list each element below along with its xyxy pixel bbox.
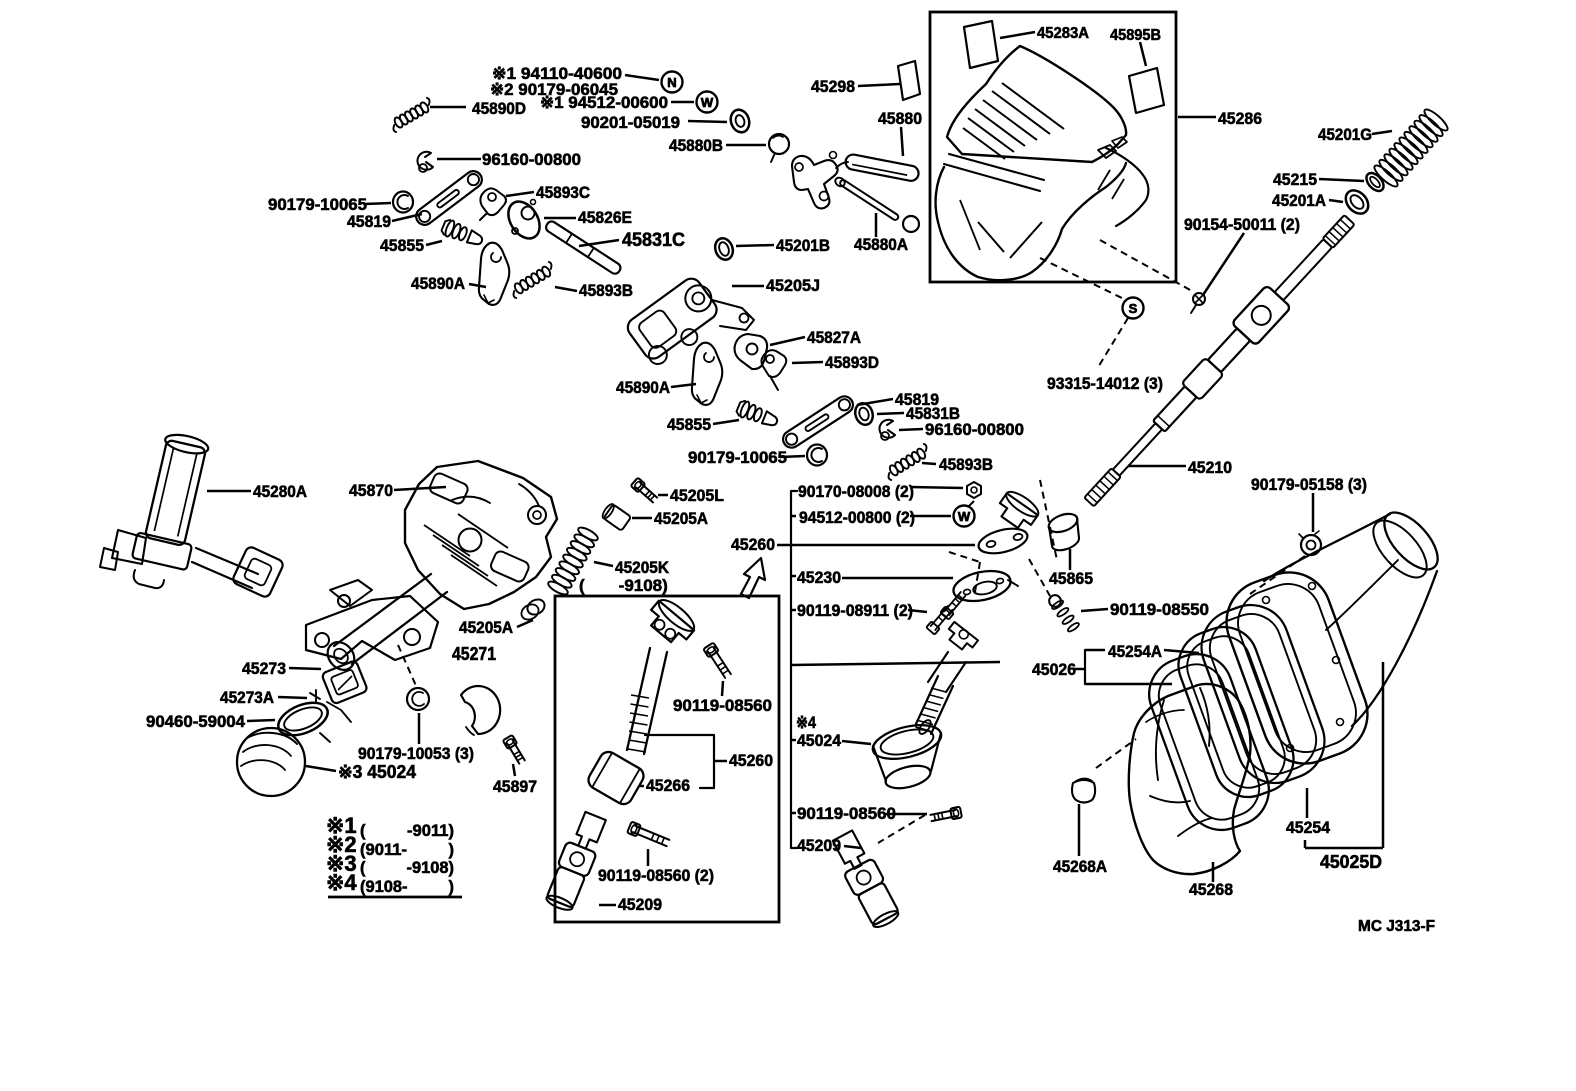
svg-text:45273A: 45273A bbox=[220, 688, 274, 707]
svg-text:※2: ※2 bbox=[326, 832, 357, 857]
svg-text:90201-05019: 90201-05019 bbox=[581, 113, 680, 132]
svg-text:※4: ※4 bbox=[796, 713, 816, 732]
svg-text:45209: 45209 bbox=[618, 895, 662, 914]
svg-text:45271: 45271 bbox=[452, 644, 496, 664]
svg-text:45880: 45880 bbox=[878, 109, 922, 128]
svg-text:45865: 45865 bbox=[1049, 569, 1093, 588]
svg-text:45283A: 45283A bbox=[1037, 25, 1089, 42]
svg-text:90170-08008 (2): 90170-08008 (2) bbox=[798, 482, 914, 501]
svg-text:※1 94512-00600: ※1 94512-00600 bbox=[540, 93, 668, 112]
svg-text:45201G: 45201G bbox=[1318, 125, 1372, 144]
svg-text:(9011- ): (9011- ) bbox=[360, 840, 454, 859]
svg-text:45201A: 45201A bbox=[1272, 191, 1326, 210]
svg-text:45260: 45260 bbox=[729, 751, 773, 770]
svg-text:45205A: 45205A bbox=[654, 509, 708, 528]
svg-text:45230: 45230 bbox=[797, 568, 841, 587]
svg-text:45893B: 45893B bbox=[579, 281, 633, 300]
svg-text:( -9108): ( -9108) bbox=[360, 858, 454, 877]
svg-text:45870: 45870 bbox=[349, 481, 393, 500]
svg-text:45855: 45855 bbox=[667, 415, 711, 434]
svg-text:45025D: 45025D bbox=[1320, 852, 1382, 872]
svg-text:90119-08550: 90119-08550 bbox=[1110, 600, 1209, 619]
svg-text:45201B: 45201B bbox=[776, 236, 830, 255]
svg-text:※2 90179-06045: ※2 90179-06045 bbox=[490, 80, 618, 99]
svg-text:※1: ※1 bbox=[326, 813, 357, 838]
svg-text:45893B: 45893B bbox=[939, 455, 993, 474]
svg-text:90179-05158 (3): 90179-05158 (3) bbox=[1251, 475, 1367, 494]
svg-text:90460-59004: 90460-59004 bbox=[146, 712, 246, 731]
svg-text:45855: 45855 bbox=[380, 236, 424, 255]
svg-text:45205K: 45205K bbox=[615, 558, 670, 577]
svg-text:MC J313-F: MC J313-F bbox=[1358, 918, 1435, 935]
svg-text:96160-00800: 96160-00800 bbox=[482, 150, 581, 169]
svg-text:(9108- ): (9108- ) bbox=[360, 877, 454, 896]
svg-text:※1 94110-40600: ※1 94110-40600 bbox=[492, 64, 622, 83]
svg-text:( -9108): ( -9108) bbox=[579, 576, 668, 595]
svg-text:45254A: 45254A bbox=[1108, 642, 1162, 661]
svg-text:96160-00800: 96160-00800 bbox=[925, 420, 1024, 439]
svg-text:94512-00800 (2): 94512-00800 (2) bbox=[799, 508, 915, 527]
svg-text:90179-10053 (3): 90179-10053 (3) bbox=[358, 744, 474, 763]
svg-text:45273: 45273 bbox=[242, 659, 286, 678]
svg-text:45880B: 45880B bbox=[669, 136, 723, 155]
svg-text:※4: ※4 bbox=[326, 870, 357, 895]
svg-text:90119-08560 (2): 90119-08560 (2) bbox=[598, 866, 714, 885]
svg-text:45280A: 45280A bbox=[253, 482, 307, 501]
svg-text:45831C: 45831C bbox=[622, 230, 685, 251]
svg-text:45897: 45897 bbox=[493, 777, 537, 796]
svg-text:90154-50011 (2): 90154-50011 (2) bbox=[1184, 215, 1300, 234]
svg-text:45266: 45266 bbox=[646, 776, 690, 795]
svg-text:45827A: 45827A bbox=[807, 328, 861, 347]
svg-text:90119-08560: 90119-08560 bbox=[797, 804, 896, 823]
svg-text:S: S bbox=[1129, 301, 1138, 316]
svg-text:W: W bbox=[701, 95, 714, 110]
svg-text:90119-08911 (2): 90119-08911 (2) bbox=[797, 601, 913, 620]
svg-text:45893D: 45893D bbox=[825, 353, 879, 372]
svg-text:W: W bbox=[958, 509, 971, 524]
svg-text:45268: 45268 bbox=[1189, 880, 1233, 899]
svg-text:45254: 45254 bbox=[1286, 818, 1330, 837]
svg-text:90179-10065: 90179-10065 bbox=[688, 448, 787, 467]
svg-text:45819: 45819 bbox=[347, 212, 391, 231]
svg-text:N: N bbox=[667, 75, 676, 90]
svg-text:45826E: 45826E bbox=[578, 208, 632, 227]
svg-text:45893C: 45893C bbox=[536, 183, 590, 202]
svg-text:45205J: 45205J bbox=[766, 276, 820, 295]
svg-text:93315-14012 (3): 93315-14012 (3) bbox=[1047, 374, 1163, 393]
svg-text:45890A: 45890A bbox=[411, 274, 465, 293]
svg-text:※3 45024: ※3 45024 bbox=[338, 762, 416, 782]
svg-text:45215: 45215 bbox=[1273, 170, 1317, 189]
svg-text:45890A: 45890A bbox=[616, 378, 670, 397]
svg-text:45209: 45209 bbox=[797, 836, 841, 855]
svg-text:90179-10065: 90179-10065 bbox=[268, 195, 367, 214]
svg-text:45024: 45024 bbox=[797, 731, 841, 750]
svg-text:( -9011): ( -9011) bbox=[360, 821, 454, 840]
svg-text:90119-08560: 90119-08560 bbox=[673, 696, 772, 715]
svg-text:45205A: 45205A bbox=[459, 618, 513, 637]
svg-text:45210: 45210 bbox=[1188, 458, 1232, 477]
svg-text:45895B: 45895B bbox=[1110, 27, 1161, 44]
svg-text:45205L: 45205L bbox=[670, 486, 724, 505]
svg-text:45880A: 45880A bbox=[854, 235, 908, 254]
svg-text:45298: 45298 bbox=[811, 77, 855, 96]
svg-text:45286: 45286 bbox=[1218, 109, 1262, 128]
svg-text:45831B: 45831B bbox=[906, 404, 960, 423]
svg-text:45890D: 45890D bbox=[472, 99, 526, 118]
svg-text:※3: ※3 bbox=[326, 851, 357, 876]
svg-text:45026: 45026 bbox=[1032, 660, 1076, 679]
svg-text:45268A: 45268A bbox=[1053, 857, 1107, 876]
svg-text:45260: 45260 bbox=[731, 535, 775, 554]
svg-text:45819: 45819 bbox=[895, 390, 939, 409]
